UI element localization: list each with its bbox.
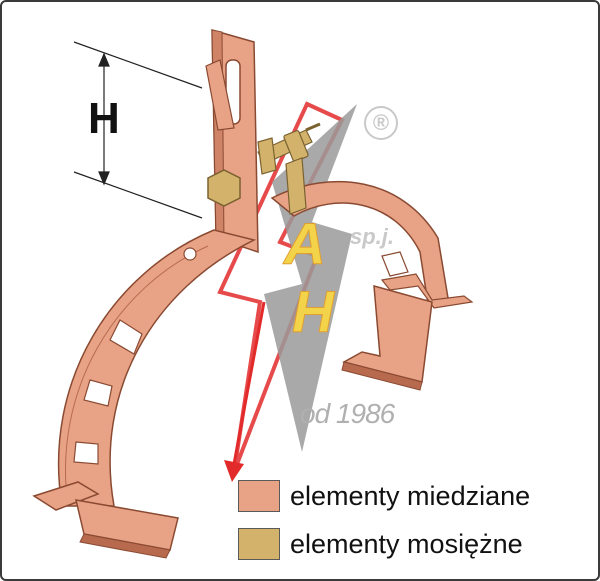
copper-foot — [32, 481, 179, 559]
logo-arrow-head — [224, 460, 244, 482]
height-dimension — [73, 41, 203, 219]
legend-item-brass: elementy mosiężne — [238, 528, 523, 560]
vertical-bracket — [205, 29, 259, 254]
legend-label-brass: elementy mosiężne — [290, 528, 523, 559]
copper-arch — [57, 229, 257, 507]
logo-letter-h: H — [292, 280, 335, 345]
copper-swatch — [238, 480, 280, 512]
legend-label-copper: elementy miedziane — [290, 480, 531, 511]
copper-right-strap — [270, 180, 474, 391]
legend-item-copper: elementy miedziane — [238, 480, 530, 512]
brass-swatch — [238, 528, 280, 560]
logo-letter-a: A — [282, 212, 326, 277]
established-year: od 1986 — [300, 398, 395, 429]
dimension-h-label: H — [88, 94, 120, 143]
company-suffix: sp.j. — [350, 224, 395, 249]
logo-arrow-shaft — [232, 301, 266, 465]
registered-trademark-icon: ® — [364, 106, 398, 140]
brass-fasteners — [207, 122, 321, 215]
